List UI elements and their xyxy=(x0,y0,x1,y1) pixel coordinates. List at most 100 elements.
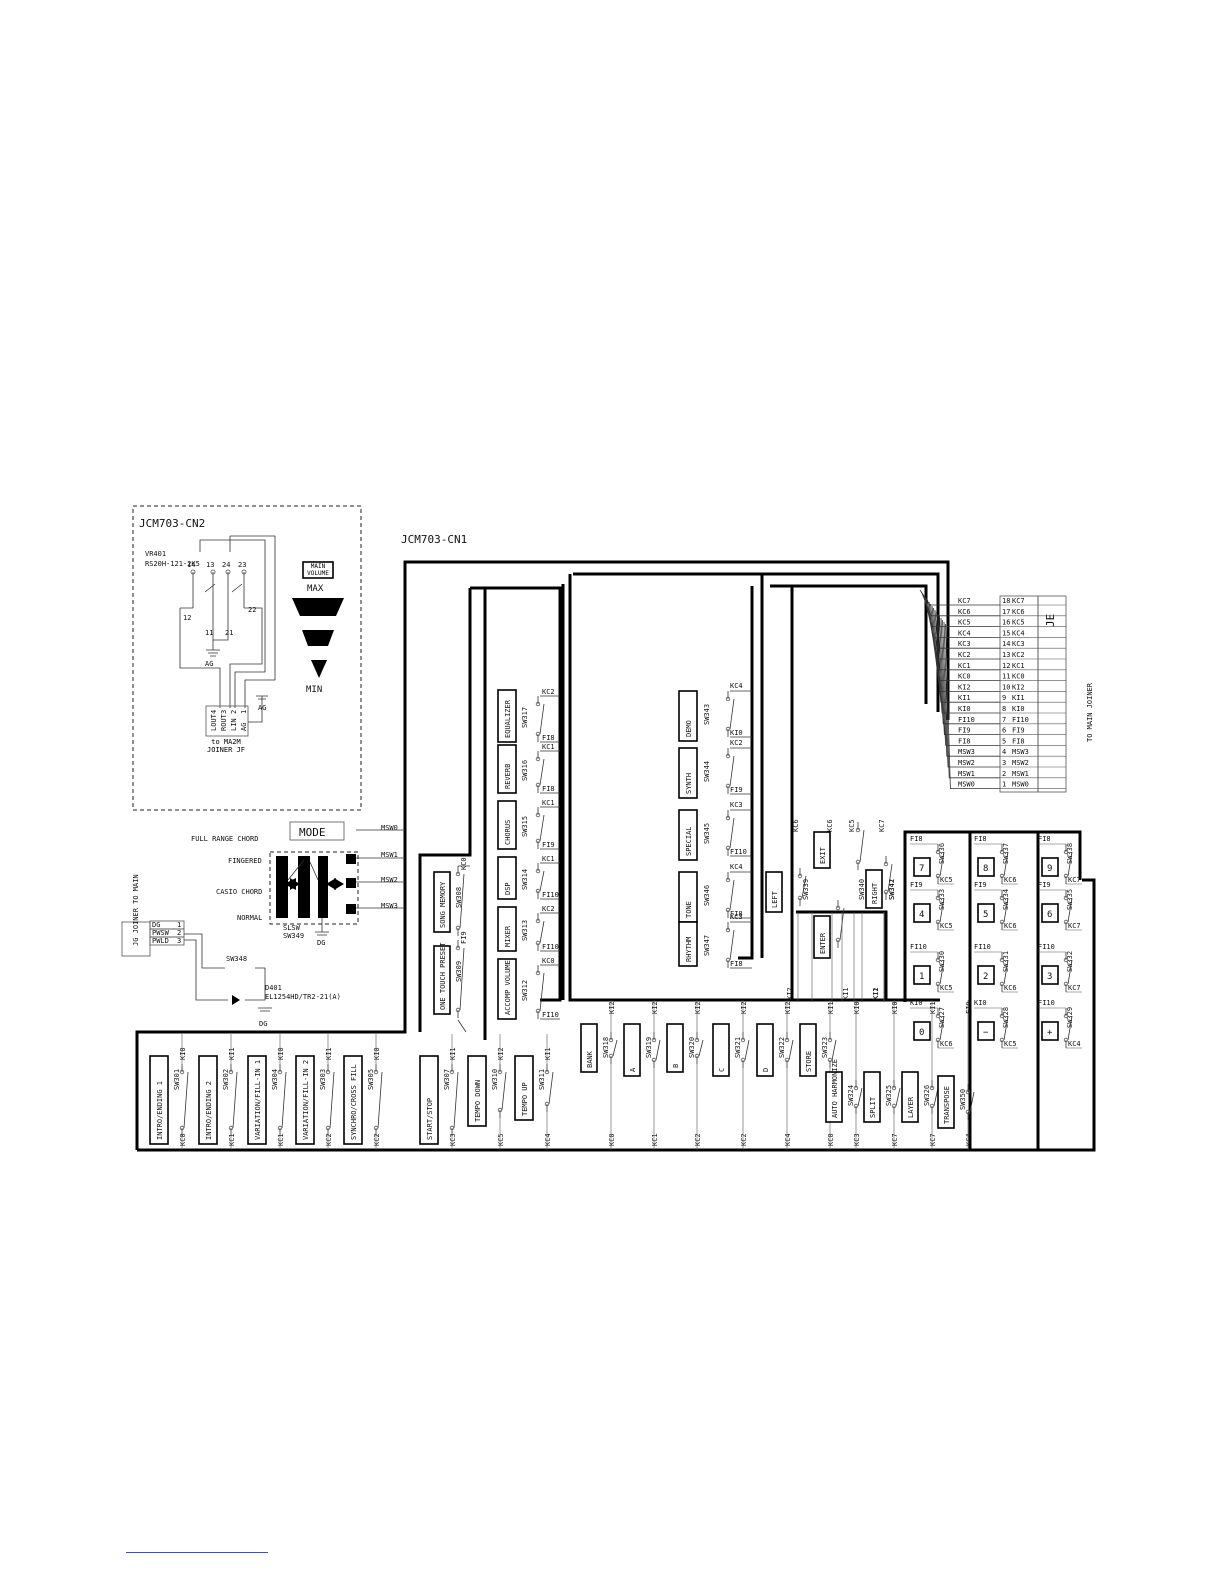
key-10[interactable] xyxy=(977,1021,995,1041)
contact-node xyxy=(725,877,731,883)
switch-contact xyxy=(1065,844,1073,884)
contact-node xyxy=(935,957,941,963)
mode-ki-1: FI9 xyxy=(730,786,743,794)
effect-button-0[interactable] xyxy=(497,689,517,743)
effect-button-5[interactable] xyxy=(497,958,517,1020)
bottom-button-4[interactable] xyxy=(343,1055,363,1145)
bottom-button-6[interactable] xyxy=(467,1055,487,1127)
switch-contact xyxy=(457,940,465,1018)
effect-sw-2: SW315 xyxy=(521,816,529,837)
bottom-button-12[interactable] xyxy=(756,1023,774,1077)
main-volume-label: MAIN VOLUME xyxy=(307,563,329,577)
bottom-sw-1: SW302 xyxy=(222,1069,230,1090)
bottom-button-11-label: C xyxy=(718,1068,726,1072)
effect-button-3[interactable] xyxy=(497,856,517,900)
mode-button-1[interactable] xyxy=(678,747,698,799)
nav-button-1[interactable] xyxy=(813,831,831,869)
bottom-button-3[interactable] xyxy=(295,1055,315,1145)
key-fi-9: KI0 xyxy=(910,999,923,1007)
switch-contact xyxy=(451,1064,459,1136)
nav-button-0[interactable] xyxy=(765,871,783,913)
contact-node xyxy=(1063,981,1069,987)
je-pin-2: 16 xyxy=(1002,619,1010,627)
bottom-button-1-label: INTRO/ENDING 2 xyxy=(205,1081,213,1140)
jf-pin-name: LIN xyxy=(230,718,238,731)
key-0[interactable] xyxy=(913,857,931,877)
key-4[interactable] xyxy=(977,903,995,923)
bottom-sw-12: SW322 xyxy=(778,1037,786,1058)
mode-button-2[interactable] xyxy=(678,809,698,861)
key-7[interactable] xyxy=(977,965,995,985)
contact-node xyxy=(1063,957,1069,963)
left-button-0[interactable] xyxy=(433,871,451,933)
bottom-button-8[interactable] xyxy=(580,1023,598,1073)
mode-button-4[interactable] xyxy=(678,921,698,967)
mode-wire xyxy=(730,871,752,919)
je-signal-15: MSW2 xyxy=(1012,759,1029,767)
je-pin-10: 8 xyxy=(1002,705,1006,713)
bottom-ki-17: FI9 xyxy=(965,1001,973,1014)
left-kc-0: KC0 xyxy=(460,857,468,870)
switch-contact xyxy=(1001,844,1009,884)
key-9[interactable] xyxy=(913,1021,931,1041)
left-button-1[interactable] xyxy=(433,945,451,1015)
nav-sw-4: SW342 xyxy=(888,879,896,900)
contact-node xyxy=(228,1069,234,1075)
contact-node xyxy=(535,868,541,874)
bottom-ki-7: KI1 xyxy=(544,1047,552,1060)
nav-button-3[interactable] xyxy=(865,869,883,909)
bottom-button-13[interactable] xyxy=(799,1023,817,1077)
effect-button-4[interactable] xyxy=(497,906,517,952)
bottom-sw-8: SW318 xyxy=(602,1037,610,1058)
je-signal-12: FI9 xyxy=(1012,727,1025,735)
mode-sw-0: SW343 xyxy=(703,704,711,725)
bottom-button-9[interactable] xyxy=(623,1023,641,1077)
key-1[interactable] xyxy=(977,857,995,877)
effect-kc-1: KC1 xyxy=(542,743,555,751)
mode-button-0[interactable] xyxy=(678,690,698,742)
key-2[interactable] xyxy=(1041,857,1059,877)
bottom-button-2[interactable] xyxy=(247,1055,267,1145)
switch-contact xyxy=(327,1064,335,1136)
bottom-button-7[interactable] xyxy=(514,1055,534,1121)
bottom-button-15[interactable] xyxy=(863,1071,881,1123)
footer-link-rule xyxy=(126,1552,268,1553)
bottom-button-11[interactable] xyxy=(712,1023,730,1077)
key-8[interactable] xyxy=(1041,965,1059,985)
je-net-3: KC4 xyxy=(958,629,971,637)
effect-button-1[interactable] xyxy=(497,744,517,794)
key-6[interactable] xyxy=(913,965,931,985)
bottom-button-17[interactable] xyxy=(937,1075,955,1129)
bottom-sw-11: SW321 xyxy=(734,1037,742,1058)
effect-sw-5: SW312 xyxy=(521,980,529,1001)
key-kc-10: KC5 xyxy=(1004,1040,1017,1048)
bottom-button-16[interactable] xyxy=(901,1071,919,1123)
bottom-button-1[interactable] xyxy=(198,1055,218,1145)
key-11[interactable] xyxy=(1041,1021,1059,1041)
effect-wire xyxy=(540,912,560,952)
bottom-button-0[interactable] xyxy=(149,1055,169,1145)
effect-kc-0: KC2 xyxy=(542,688,555,696)
contact-node xyxy=(1063,895,1069,901)
mode-ground: DG xyxy=(317,939,325,947)
je-net-13: FI8 xyxy=(958,737,971,745)
key-5[interactable] xyxy=(1041,903,1059,923)
key-3[interactable] xyxy=(913,903,931,923)
effect-button-2[interactable] xyxy=(497,800,517,850)
key-fi-8: FI10 xyxy=(1038,943,1055,951)
nav-button-2[interactable] xyxy=(813,915,831,959)
contact-node xyxy=(544,1069,550,1075)
contact-node xyxy=(797,895,803,901)
contact-node xyxy=(999,957,1005,963)
bottom-button-14[interactable] xyxy=(825,1071,843,1123)
key-kc-9: KC6 xyxy=(940,1040,953,1048)
bottom-button-5[interactable] xyxy=(419,1055,439,1145)
je-net-17: MSW0 xyxy=(958,781,975,789)
contact-node xyxy=(694,1053,700,1059)
je-fan-wire xyxy=(934,609,1000,714)
contact-node xyxy=(651,1057,657,1063)
je-signal-9: KI1 xyxy=(1012,694,1025,702)
pin-12: 12 xyxy=(183,614,191,622)
bottom-button-10[interactable] xyxy=(666,1023,684,1073)
